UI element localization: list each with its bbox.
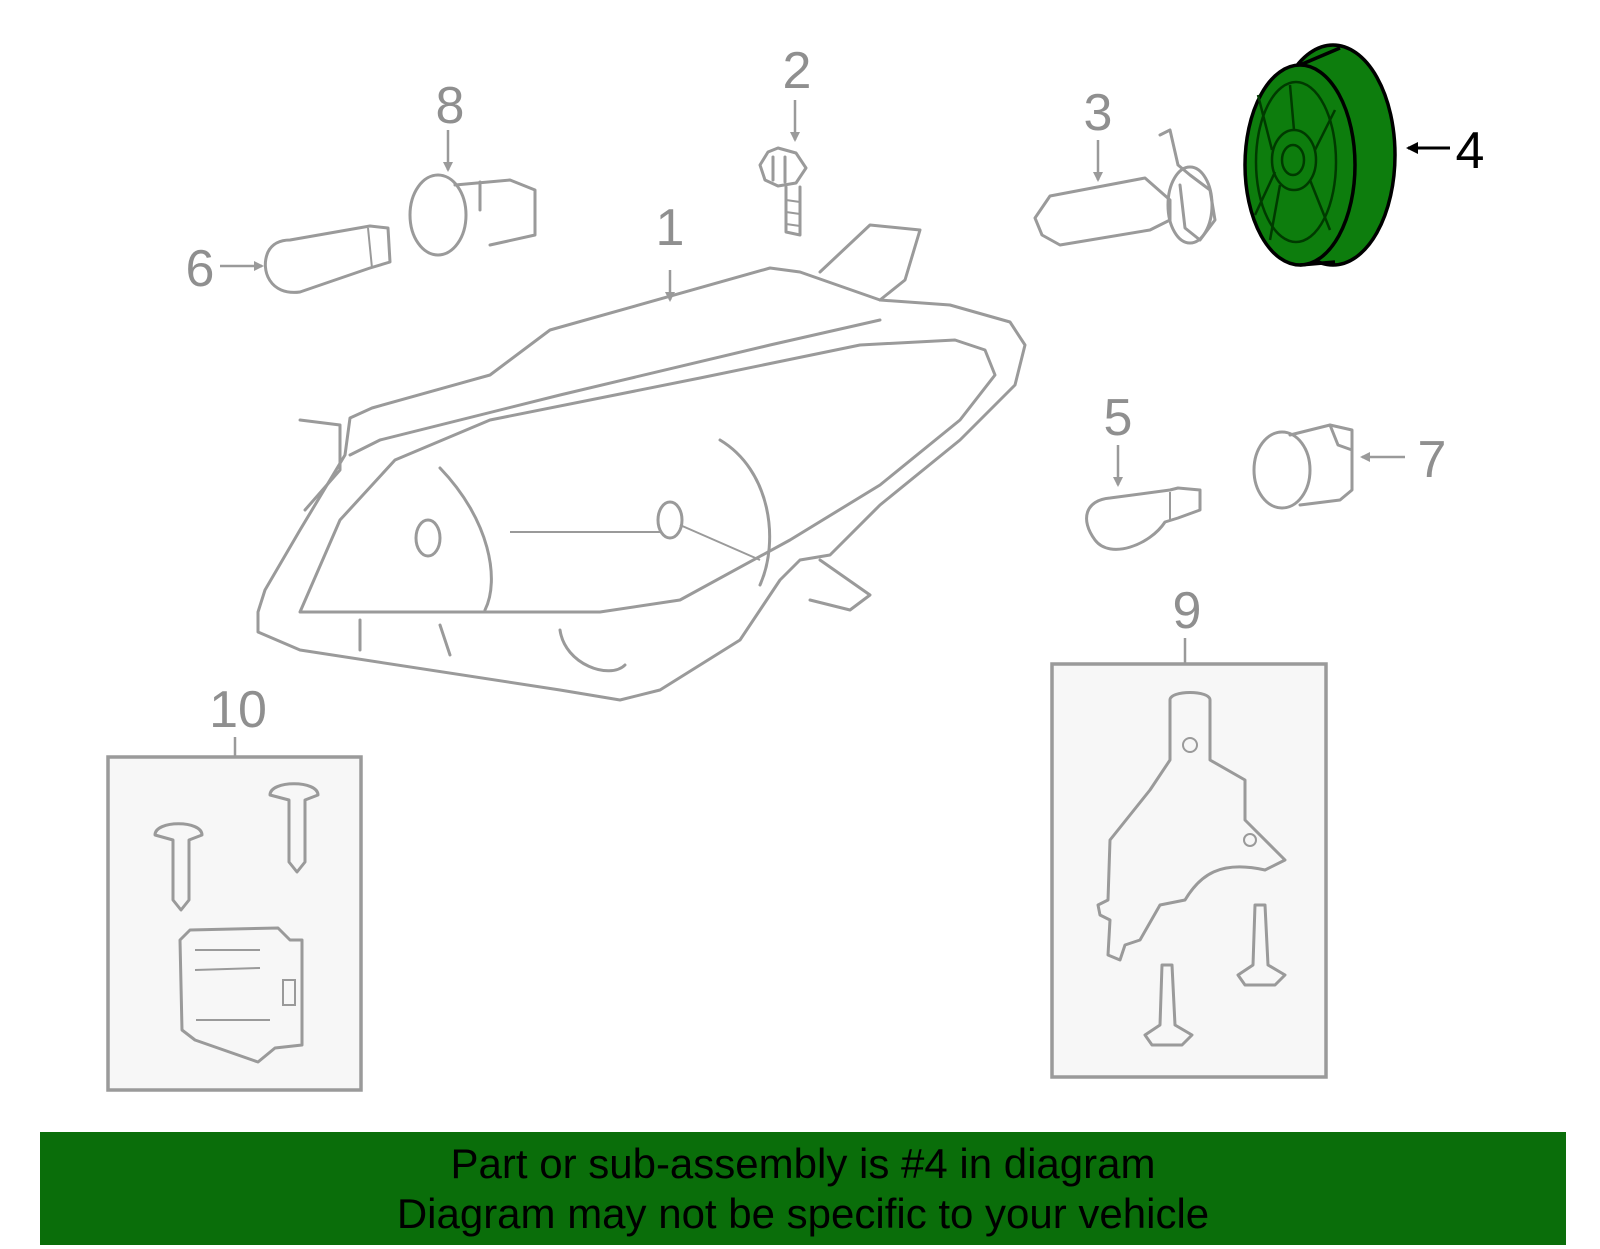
callout-8[interactable]: 8 (436, 77, 465, 135)
callout-7[interactable]: 7 (1418, 431, 1447, 489)
callout-6[interactable]: 6 (186, 240, 215, 298)
bulb-socket-icon[interactable] (408, 173, 537, 257)
callout-2[interactable]: 2 (783, 42, 812, 100)
bolt-icon[interactable] (758, 146, 808, 237)
callout-5[interactable]: 5 (1104, 389, 1133, 447)
callout-4[interactable]: 4 (1456, 122, 1485, 180)
headlamp-bulb-icon[interactable] (1033, 128, 1217, 247)
turn-signal-bulb-icon[interactable] (1085, 486, 1202, 551)
callout-9[interactable]: 9 (1173, 582, 1202, 640)
callout-3[interactable]: 3 (1084, 84, 1113, 142)
headlamp-assembly-icon[interactable] (256, 223, 1027, 702)
callout-10[interactable]: 10 (209, 681, 267, 739)
bulb-socket-icon[interactable] (1252, 423, 1354, 510)
banner-line-2: Diagram may not be specific to your vehi… (396, 1189, 1210, 1237)
notice-banner: Part or sub-assembly is #4 in diagram Di… (40, 1132, 1566, 1245)
banner-line-1: Part or sub-assembly is #4 in diagram (450, 1139, 1156, 1187)
callout-1[interactable]: 1 (656, 199, 685, 257)
repair-kit-box[interactable] (106, 755, 363, 1092)
bulb-cover-cap-icon[interactable] (1243, 43, 1397, 267)
mounting-bracket-kit-box[interactable] (1050, 662, 1328, 1079)
wedge-bulb-icon[interactable] (263, 224, 392, 294)
